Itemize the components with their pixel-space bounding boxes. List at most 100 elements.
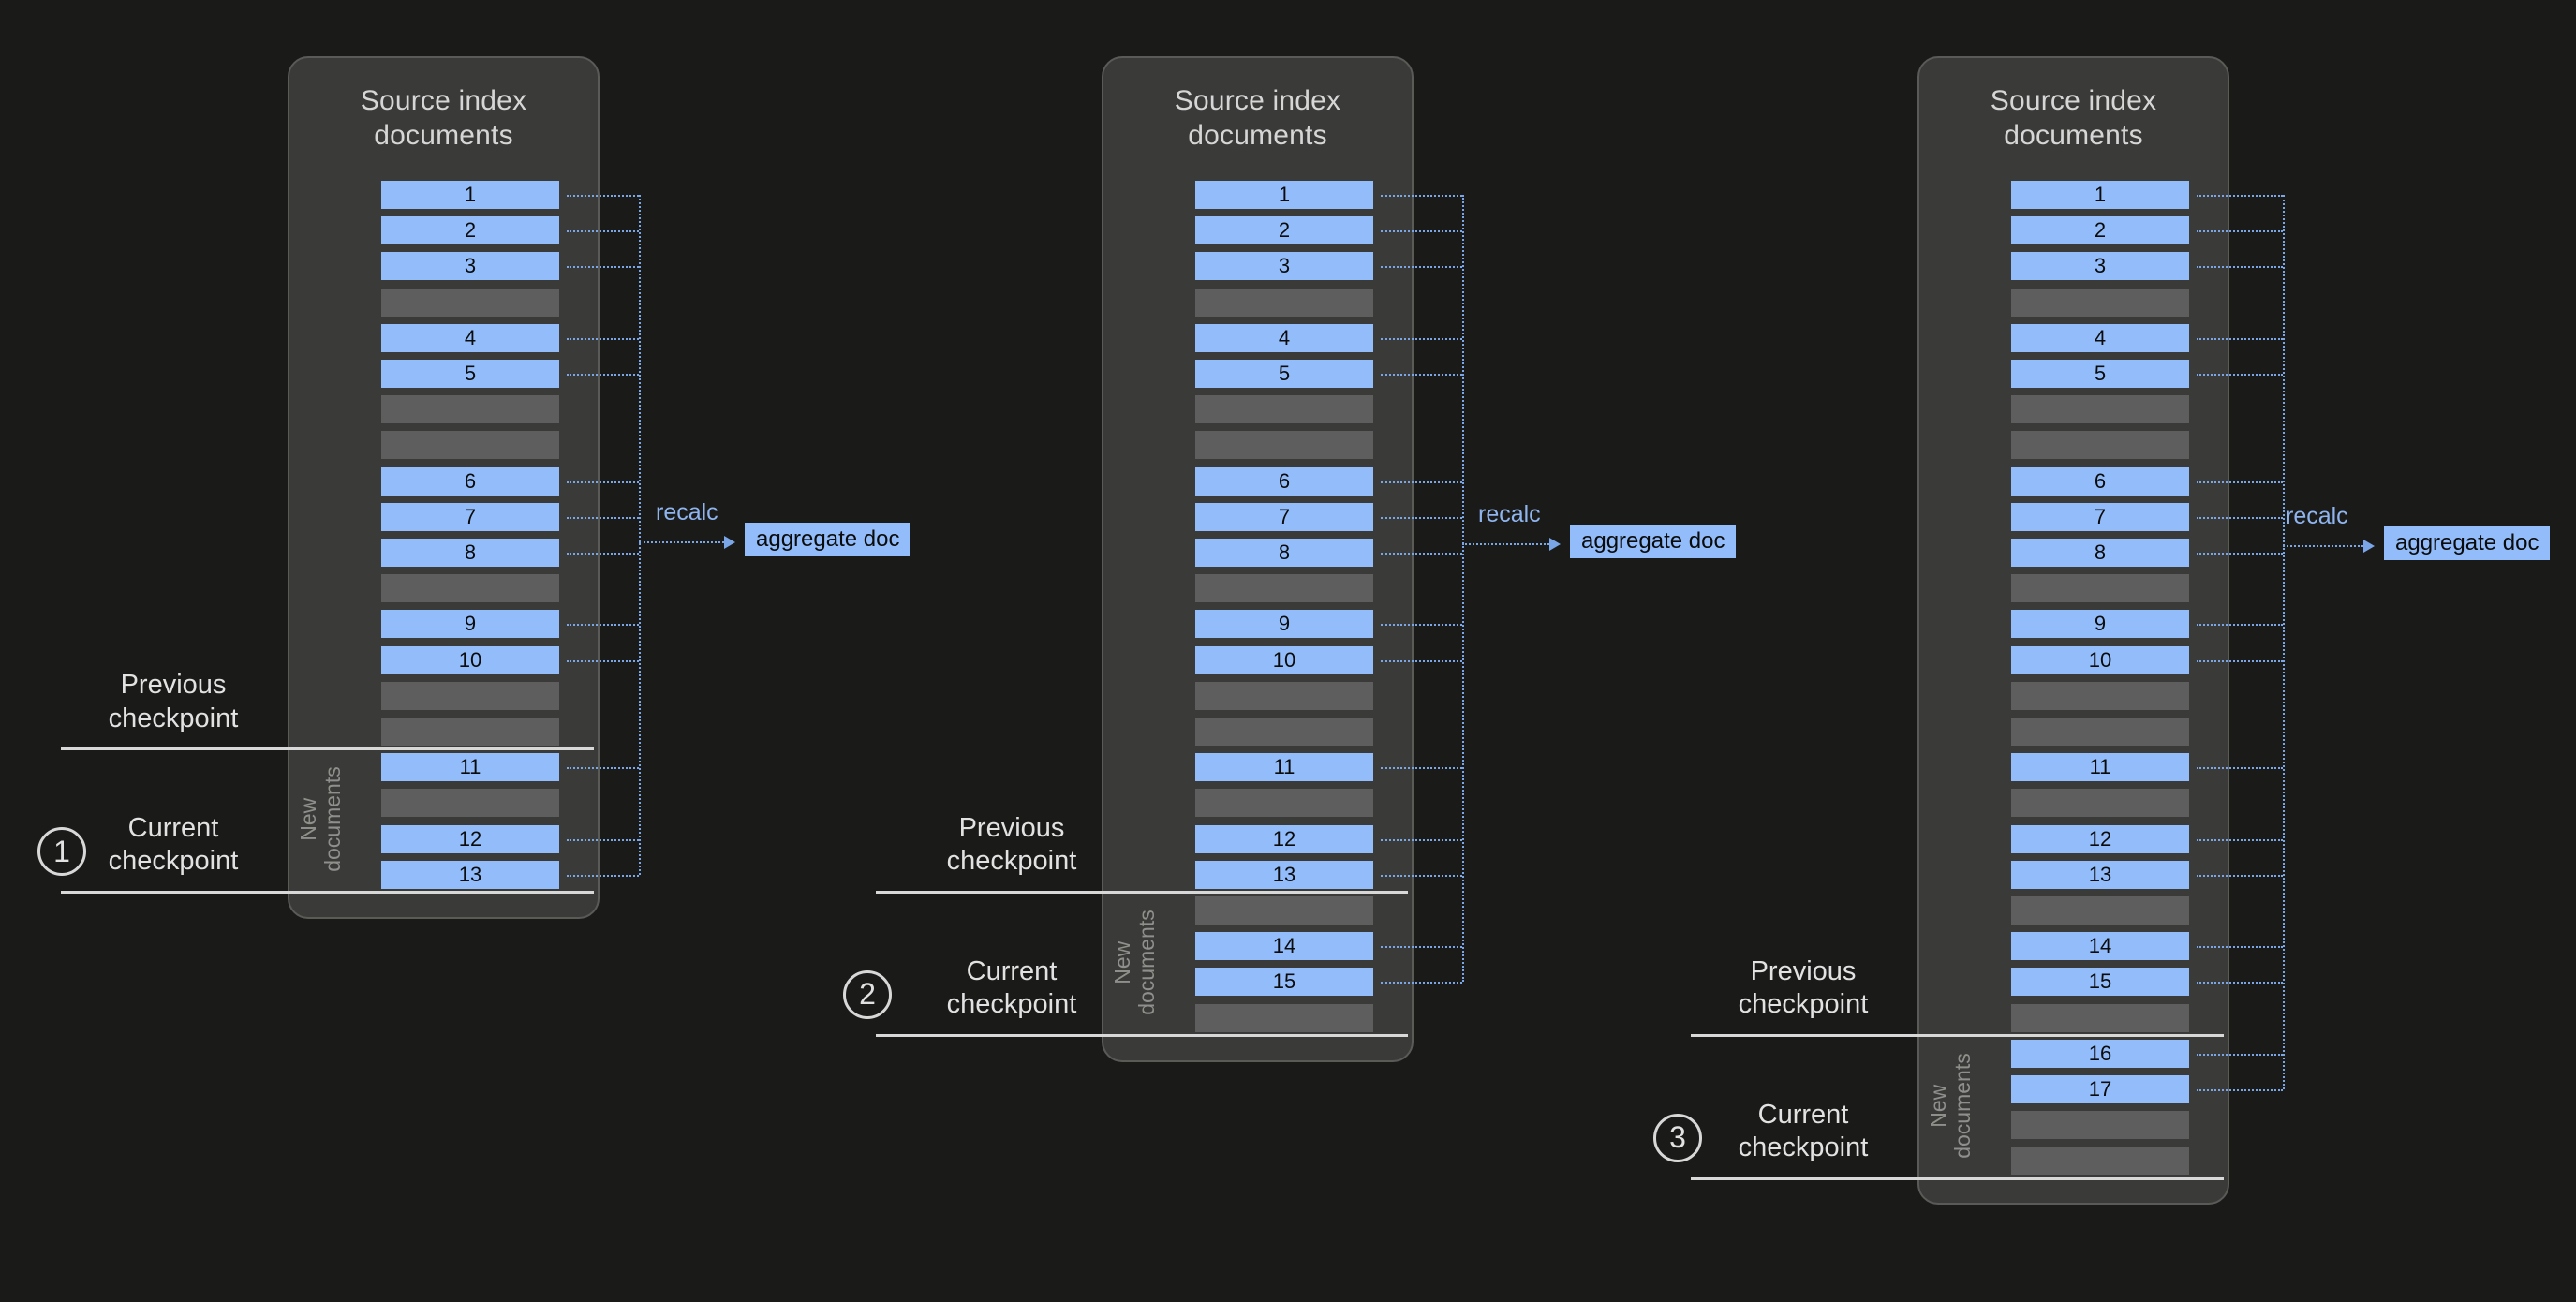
document-number: 12 (2088, 826, 2112, 851)
connector-dotted-line (567, 230, 639, 233)
recalc-arrow-head (724, 536, 735, 549)
document-row: 3 (1195, 252, 1373, 281)
document-number: 11 (459, 755, 481, 779)
empty-slot (381, 395, 559, 424)
empty-slot (2011, 288, 2189, 317)
connector-dotted-line (1381, 838, 1462, 841)
document-row: 1 (2011, 181, 2189, 209)
document-row: 14 (2011, 932, 2189, 961)
empty-slot (1195, 288, 1373, 317)
document-row: 8 (1195, 539, 1373, 567)
connector-dotted-line (2197, 516, 2283, 519)
document-number: 6 (1278, 468, 1291, 493)
document-row: 10 (2011, 645, 2189, 674)
empty-slot (1195, 395, 1373, 424)
document-row: 2 (2011, 216, 2189, 245)
connector-dotted-line (567, 195, 639, 197)
empty-slot (2011, 896, 2189, 925)
empty-slot (1195, 681, 1373, 710)
empty-slot (1195, 574, 1373, 603)
connector-dotted-line (567, 266, 639, 269)
document-number: 15 (1272, 969, 1296, 994)
document-number: 7 (464, 504, 477, 528)
recalc-arrow-head (1549, 538, 1561, 551)
empty-slot (1195, 896, 1373, 925)
recalc-label: recalc (656, 499, 718, 525)
empty-slot (381, 574, 559, 603)
connector-dotted-line (2197, 374, 2283, 376)
connector-dotted-line (1381, 982, 1462, 984)
document-number: 4 (464, 325, 477, 349)
document-row: 9 (381, 610, 559, 639)
empty-slot (381, 288, 559, 317)
connector-dotted-line (567, 767, 639, 770)
connector-dotted-line (2197, 946, 2283, 949)
connector-dotted-line (1381, 337, 1462, 340)
connector-dotted-line (2197, 1089, 2283, 1091)
document-row: 13 (381, 860, 559, 889)
document-number: 2 (2094, 218, 2107, 243)
document-row: 12 (2011, 824, 2189, 853)
document-number: 7 (1278, 504, 1291, 528)
recalc-label: recalc (2286, 503, 2348, 529)
document-number: 6 (2094, 468, 2107, 493)
document-row: 17 (2011, 1075, 2189, 1103)
connector-dotted-line (2197, 659, 2283, 662)
document-row: 8 (381, 539, 559, 567)
document-row: 11 (2011, 753, 2189, 782)
connector-dotted-line (567, 553, 639, 555)
document-row: 14 (1195, 932, 1373, 961)
document-number: 6 (464, 468, 477, 493)
connector-dotted-line (1381, 481, 1462, 483)
document-row: 12 (381, 824, 559, 853)
document-number: 4 (2094, 325, 2107, 349)
step-number-badge: 3 (1653, 1113, 1702, 1162)
document-row: 7 (2011, 502, 2189, 531)
connector-dotted-line (567, 516, 639, 519)
connector-dotted-line (2197, 767, 2283, 770)
document-number: 13 (458, 862, 482, 886)
connector-dotted-line (567, 481, 639, 483)
document-number: 8 (464, 540, 477, 564)
document-row: 3 (2011, 252, 2189, 281)
document-number: 14 (1272, 934, 1296, 958)
recalc-arrow-line (2283, 545, 2363, 547)
step-number-badge: 2 (843, 969, 892, 1019)
aggregate-doc-box: aggregate doc (745, 523, 911, 557)
empty-slot (1195, 718, 1373, 746)
document-row: 3 (381, 252, 559, 281)
document-number: 12 (458, 826, 482, 851)
connector-dotted-line (1381, 946, 1462, 949)
document-number: 13 (1272, 862, 1296, 886)
aggregate-doc-box: aggregate doc (1570, 525, 1737, 559)
empty-slot (381, 431, 559, 460)
document-row: 15 (2011, 968, 2189, 997)
current-checkpoint-label: Current checkpoint (946, 955, 1077, 1020)
current-checkpoint-line (61, 891, 594, 894)
previous-checkpoint-line (1691, 1033, 2224, 1037)
previous-checkpoint-label: Previous checkpoint (1738, 955, 1869, 1020)
new-documents-label: New documents (296, 766, 345, 872)
connector-spine (2283, 195, 2285, 1089)
connector-dotted-line (2197, 874, 2283, 877)
document-row: 6 (1195, 466, 1373, 496)
connector-dotted-line (1381, 195, 1462, 197)
document-number: 9 (1278, 612, 1291, 636)
document-number: 17 (2088, 1077, 2112, 1101)
empty-slot (2011, 1111, 2189, 1140)
current-checkpoint-line (1691, 1176, 2224, 1180)
document-number: 3 (464, 254, 477, 278)
connector-dotted-line (567, 659, 639, 662)
document-row: 4 (1195, 323, 1373, 352)
recalc-arrow-line (639, 541, 724, 543)
previous-checkpoint-label: Previous checkpoint (946, 813, 1077, 877)
document-row: 9 (2011, 610, 2189, 639)
empty-slot (381, 681, 559, 710)
document-row: 1 (381, 181, 559, 209)
connector-dotted-line (567, 874, 639, 877)
previous-checkpoint-line (61, 747, 594, 751)
connector-dotted-line (2197, 553, 2283, 555)
document-row: 10 (381, 645, 559, 674)
connector-dotted-line (567, 838, 639, 841)
current-checkpoint-line (876, 1033, 1408, 1037)
